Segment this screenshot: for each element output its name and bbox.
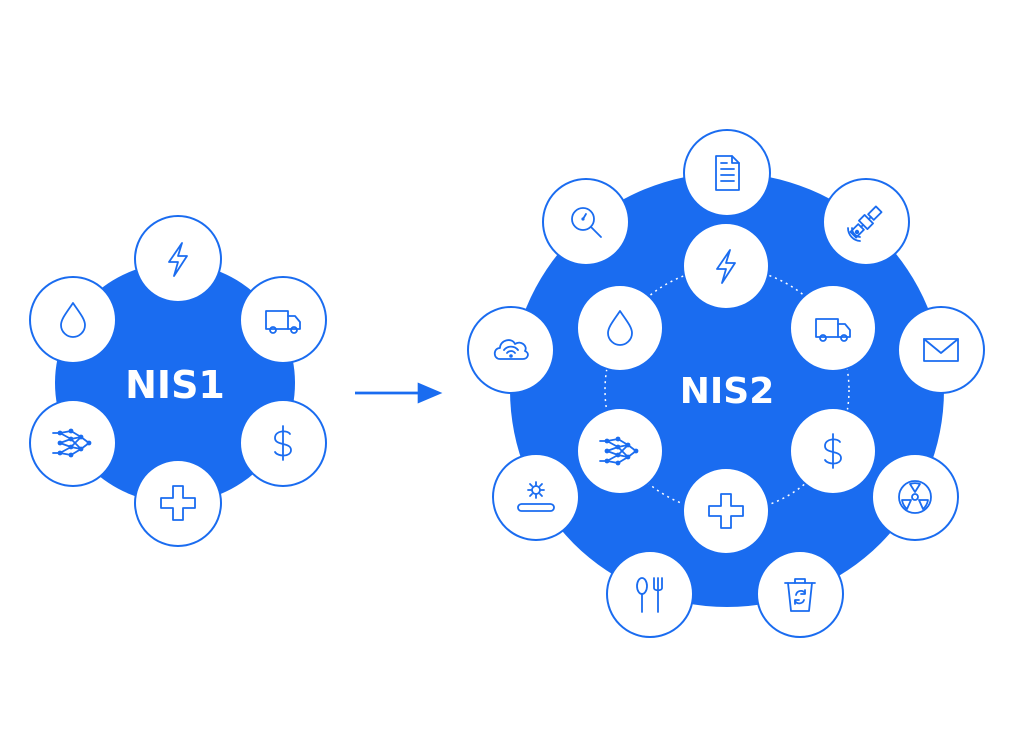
nis1-label: NIS1	[125, 363, 225, 407]
nis2-satellite-bubble	[822, 178, 910, 266]
nis2-waste-bubble	[756, 550, 844, 638]
nis2-document-bubble	[683, 129, 771, 217]
nis2-research-bubble	[542, 178, 630, 266]
nis2-energy-bubble	[682, 222, 770, 310]
nis2-network-bubble	[576, 407, 664, 495]
nis2-cluster: NIS2	[467, 129, 985, 638]
nis2-inner-ring	[604, 267, 850, 513]
arrow-right-icon	[353, 381, 444, 405]
nis2-radiation-bubble	[871, 453, 959, 541]
nis1-cluster: NIS1	[29, 215, 327, 547]
nis2-core-circle	[510, 173, 944, 607]
nis2-mail-bubble	[897, 306, 985, 394]
nis1-finance-bubble	[239, 399, 327, 487]
nis1-transport-bubble	[239, 276, 327, 364]
nis2-food-bubble	[606, 550, 694, 638]
nis2-manufacturing-bubble	[492, 453, 580, 541]
nis2-water-bubble	[576, 284, 664, 372]
nis2-label: NIS2	[680, 371, 775, 412]
nis2-finance-bubble	[789, 407, 877, 495]
nis1-energy-bubble	[134, 215, 222, 303]
nis2-cloud-bubble	[467, 306, 555, 394]
nis1-health-bubble	[134, 459, 222, 547]
nis2-health-bubble	[682, 467, 770, 555]
nis1-water-bubble	[29, 276, 117, 364]
nis1-network-bubble	[29, 399, 117, 487]
nis2-transport-bubble	[789, 284, 877, 372]
